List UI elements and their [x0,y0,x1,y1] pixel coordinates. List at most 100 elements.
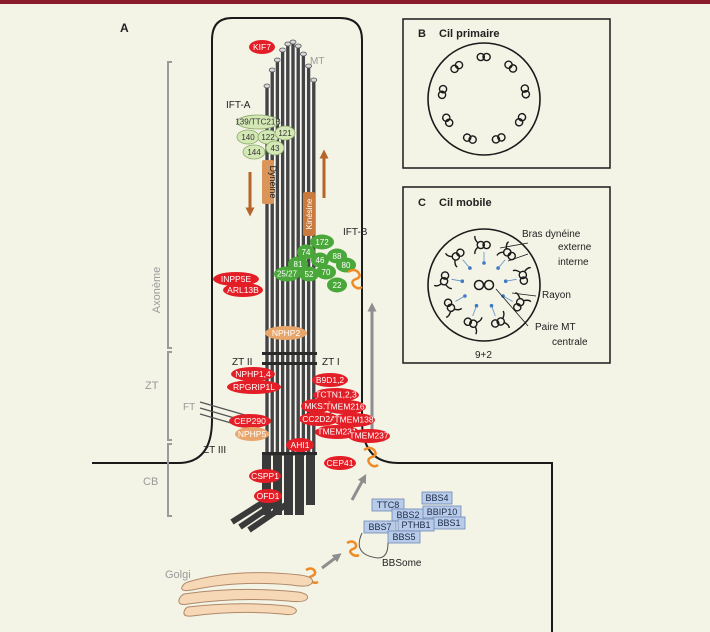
tmem216-protein [324,400,366,414]
bbsome-bbs5 [387,530,421,544]
bbsome-bbip10-label: BBIP10 [427,507,458,517]
panel-c-pointer-lines [495,242,537,327]
spoke-head [501,294,505,298]
radial-spoke [491,305,496,317]
tmem237-label: TMEM237 [349,431,388,441]
cargo-coils [305,268,379,585]
ift-b-label: IFT-B [343,227,368,238]
ift-b-25-27-label: 25/27 [277,270,298,279]
orange-proteins: NPHP2 NPHP5 [235,326,307,441]
ift-a-43 [265,140,285,156]
doublet-with-arms [490,310,510,329]
ift-a-140-label: 140 [241,133,255,142]
mt-band [262,352,317,355]
b9d12-protein [312,373,348,387]
nphp2-label: NPHP2 [272,328,301,338]
transport-arrow-golgi [321,553,342,570]
ift-a-122-label: 122 [261,133,275,142]
ift-a-139 [236,114,280,130]
radial-spoke [472,305,477,317]
ift-b-80 [336,257,356,273]
microtubule-cap [263,83,271,89]
scale-brackets [167,61,172,517]
ift-b-46 [311,252,329,268]
arl13b-label: ARL13B [227,285,259,295]
cc2d2a-protein [299,412,339,426]
doublet [504,60,518,73]
bbsome-bbs4 [421,491,453,505]
ift-b-172-label: 172 [315,238,329,247]
central-pair-label: Paire MT [535,322,576,333]
bbsome-complex: BBS4 TTC8 BBS2 BBIP10 BBS1 BBS7 PTHB1 BB… [363,491,466,544]
doublet [520,84,531,99]
spoke-head [503,279,508,284]
doublet-with-arms [512,266,531,285]
cilium-membrane [92,17,553,632]
bbsome-tether [358,532,389,559]
bbsome-label: BBSome [382,558,422,569]
ift-b-70-label: 70 [322,268,331,277]
microtubule [306,65,311,457]
nphp2-protein [265,326,307,340]
panel-c-cross-section [427,228,541,342]
axoneme-label: Axonème [151,267,163,313]
kif7-protein [249,40,275,54]
microtubule-cap [273,57,281,63]
kif7-label: KIF7 [253,42,271,52]
microtubule-cap [310,77,318,83]
spoke-head [463,294,467,298]
ift-a-144-label: 144 [247,148,261,157]
radial-spoke [505,278,517,282]
ift-b-74 [297,244,315,260]
ift-b-80-label: 80 [342,261,351,270]
tctn-protein [313,388,359,402]
ahi1-protein [286,438,314,452]
ift-a-121-label: 121 [278,129,292,138]
ift-b-52-label: 52 [305,270,314,279]
doublet-with-arms [433,271,453,290]
ift-a-121 [274,125,296,141]
tmem138-protein [333,413,375,427]
nphp5-protein [235,427,269,441]
ahi1-label: AHI1 [291,440,310,450]
ift-b-172 [310,234,334,250]
ift-a-complex: 139/TTC21B 140 122 121 144 43 [235,114,296,160]
spoke-head [482,261,486,265]
bbsome-ttc8 [371,498,405,512]
ift-b-22-label: 22 [333,281,342,290]
cc2d2a-label: CC2D2A [302,414,336,424]
ofd1-label: OFD1 [257,491,280,501]
bbsome-bbs4-label: BBS4 [425,493,448,503]
red-proteins: KIF7 INPP5E ARL13B NPHP1,4 RPGRIP1L CEP2… [213,40,390,503]
microtubule-cap [305,63,313,69]
inpp5e-label: INPP5E [221,274,252,284]
microtubule-cap [289,39,297,45]
mt-label: MT [310,56,324,67]
cep41-label: CEP41 [327,458,354,468]
bbsome-bbs2-label: BBS2 [396,510,419,520]
panel-a-label: A [120,21,129,35]
dynein-arms-label: Bras dynéine [522,229,581,240]
inner-arm-label: interne [558,257,589,268]
microtubule-cap [294,43,302,49]
doublet-with-arms [463,317,483,335]
ft-label: FT [183,402,195,413]
tmem237-protein [348,429,390,443]
kinesin-label: Kinésine [305,198,314,229]
mt-band [262,452,317,455]
radial-spoke [502,295,513,302]
kinesin-motor [303,192,315,236]
microtubule [280,49,285,457]
nphp5-label: NPHP5 [238,429,267,439]
microtubule-cap [299,51,307,57]
ift-b-22 [327,277,347,293]
ift-b-complex: 172 74 88 46 81 80 25/27 52 70 22 [274,234,356,293]
ift-b-52 [299,266,319,282]
tmem231-label: TMEM231 [317,427,356,437]
golgi-label: Golgi [165,569,191,581]
radial-spoke [451,278,463,282]
golgi [178,572,313,617]
ift-b-70 [316,264,336,280]
spoke-head [489,303,494,308]
